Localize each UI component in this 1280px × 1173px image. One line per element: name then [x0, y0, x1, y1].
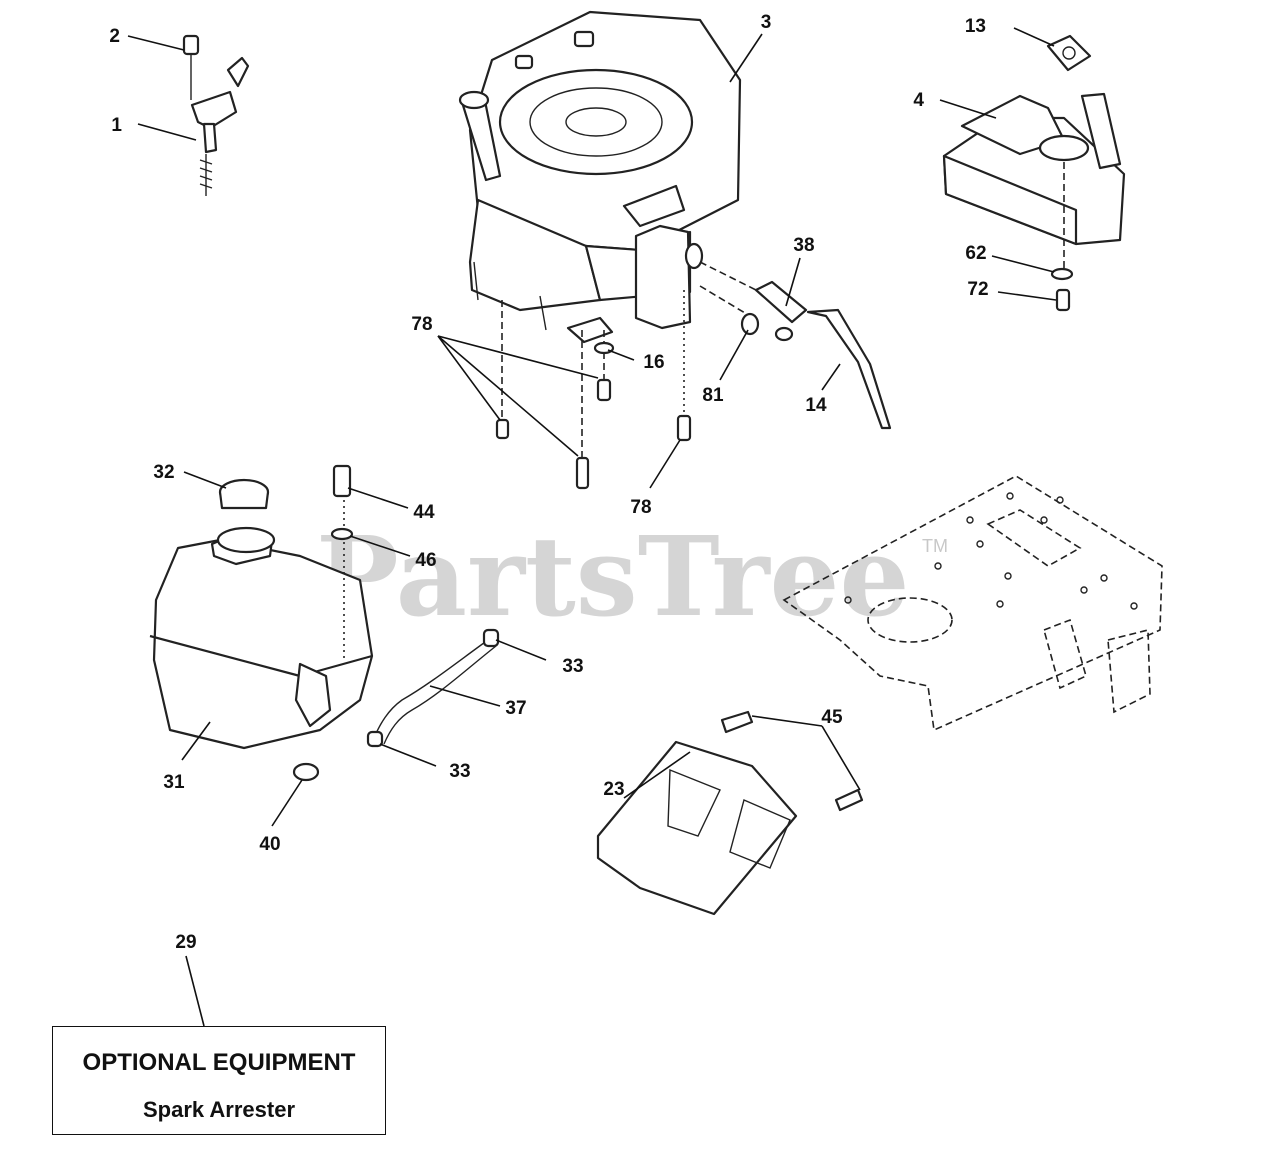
engine-mount-hardware	[495, 290, 692, 490]
fuel-tank	[149, 464, 374, 782]
callout-78-upper: 78	[411, 314, 432, 335]
callout-38: 38	[793, 235, 814, 256]
fuel-line	[366, 628, 500, 748]
callout-78-lower: 78	[630, 497, 651, 518]
watermark-tm: TM	[922, 536, 948, 556]
callout-23: 23	[603, 779, 624, 800]
engine	[458, 10, 742, 344]
callout-44: 44	[413, 502, 435, 523]
callout-72: 72	[967, 279, 988, 300]
throttle-control	[182, 34, 250, 196]
fuel-fitting-and-hose	[699, 261, 892, 430]
callout-31: 31	[163, 772, 185, 793]
chassis-frame	[782, 475, 1163, 732]
callout-14: 14	[805, 395, 827, 416]
optional-equipment-title: OPTIONAL EQUIPMENT	[82, 1049, 356, 1076]
callout-46: 46	[415, 550, 436, 571]
callout-16: 16	[643, 352, 664, 373]
callout-33-lower: 33	[449, 761, 470, 782]
callout-81: 81	[702, 385, 724, 406]
optional-equipment-box: OPTIONAL EQUIPMENT Spark Arrester	[52, 1026, 386, 1135]
callout-4: 4	[913, 90, 924, 111]
heat-shield	[596, 710, 864, 916]
callout-37: 37	[505, 698, 526, 719]
callout-33-upper: 33	[562, 656, 583, 677]
callout-45: 45	[821, 707, 843, 728]
spark-arrester-label: Spark Arrester	[142, 1097, 296, 1122]
callout-32: 32	[153, 462, 174, 483]
callout-29: 29	[175, 932, 196, 953]
muffler	[942, 34, 1126, 312]
watermark-text: PartsTree	[316, 512, 910, 641]
callout-40: 40	[259, 834, 280, 855]
callout-2: 2	[109, 26, 120, 47]
callout-3: 3	[761, 12, 772, 33]
callout-62: 62	[965, 243, 986, 264]
callout-13: 13	[965, 16, 986, 37]
callout-1: 1	[111, 115, 122, 136]
callout-labels: 1 2 3 4 13 14 16 23 29 31 32 33 33 37 38…	[109, 12, 988, 953]
leader-lines	[127, 27, 1057, 1027]
